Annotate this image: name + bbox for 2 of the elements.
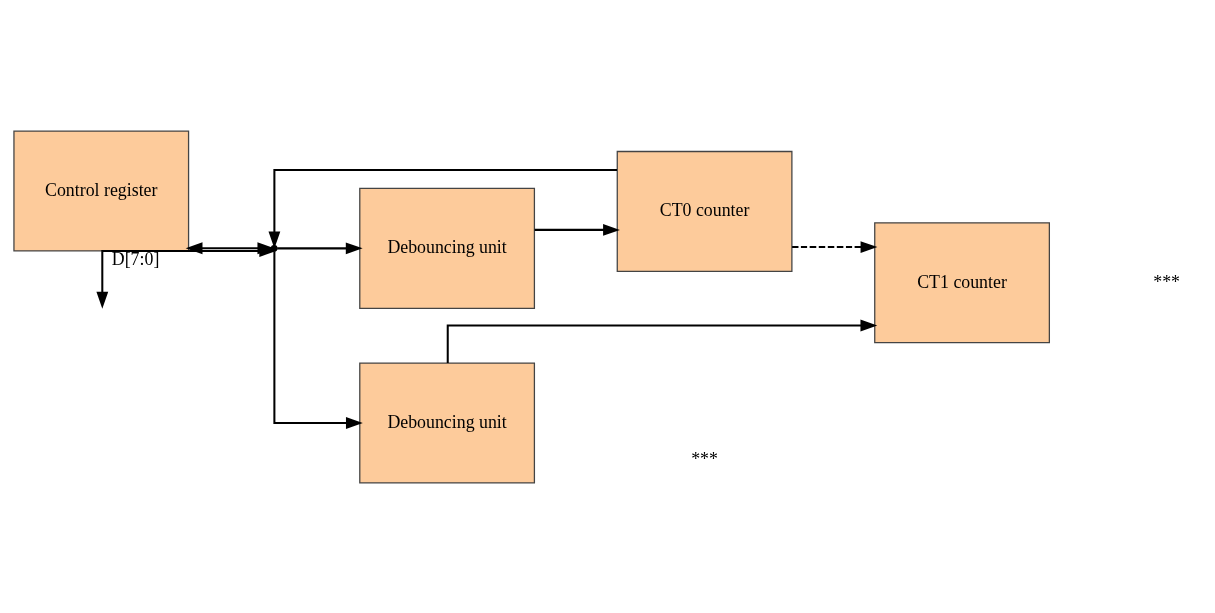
- label: ***: [1153, 271, 1181, 291]
- label: ***: [691, 448, 718, 469]
